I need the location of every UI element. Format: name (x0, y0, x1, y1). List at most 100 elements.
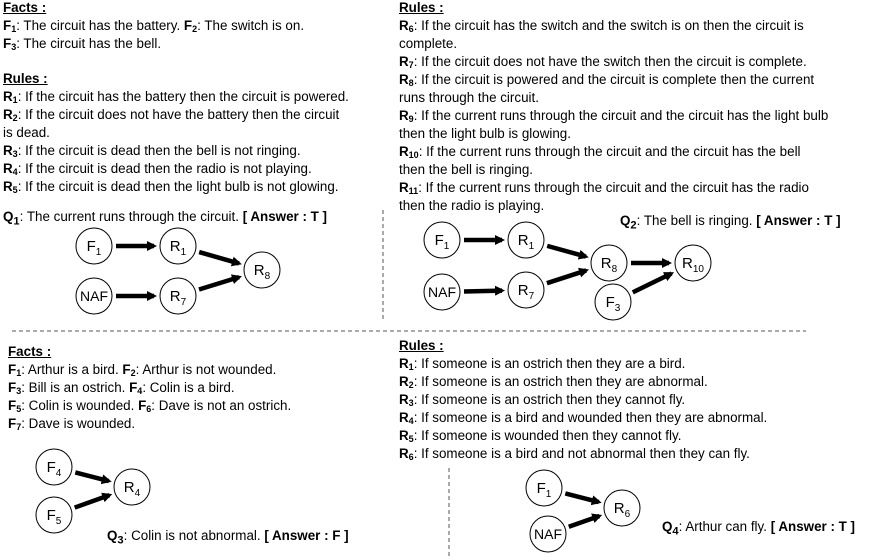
node-label-subscript: 3 (615, 303, 621, 314)
rules-heading: Rules : (3, 71, 48, 86)
node-label-subscript: 1 (529, 241, 535, 252)
label-id: F (3, 36, 12, 51)
edge-arrow (546, 243, 589, 260)
statement-text: then the light bulb is glowing. (399, 126, 571, 141)
label-id: R (399, 180, 409, 195)
panel-3-text: Facts : F1: Arthur is a bird. F2: Arthur… (8, 343, 291, 433)
question-subscript: 4 (672, 525, 679, 538)
node-circle (507, 271, 545, 309)
statement-line: then the bell is ringing. (399, 161, 828, 179)
node-label: R4 (124, 479, 141, 499)
node-circle (674, 244, 712, 282)
label-id: R (399, 446, 409, 461)
question-text: : The bell is ringing. (636, 213, 757, 228)
label-id: R (399, 410, 409, 425)
statement-line: R6: If someone is a bird and not abnorma… (399, 445, 767, 463)
label-subscript: 11 (408, 186, 419, 196)
node-label-main: R (518, 282, 529, 299)
statement-line: F3: The circuit has the bell. (3, 35, 349, 53)
edge-arrow (631, 271, 675, 295)
label-subscript: 4 (408, 416, 414, 426)
statement-text: : The circuit has the battery. (16, 18, 184, 33)
node-label-main: F (606, 294, 615, 311)
node-circle (113, 468, 151, 506)
node-label-subscript: 7 (181, 297, 187, 308)
edge-arrow (198, 249, 242, 267)
statement-line: R10: If the current runs through the cir… (399, 143, 828, 161)
label-subscript: 2 (192, 24, 198, 34)
node-label: R7 (170, 288, 187, 308)
label-id: F (8, 416, 17, 431)
statement-text: : If the circuit has the battery then th… (17, 89, 349, 104)
node-circle (603, 489, 641, 527)
node-label: F3 (606, 294, 621, 314)
label-subscript: 2 (12, 113, 18, 123)
rules-list: R1: If the circuit has the battery then … (3, 88, 349, 196)
edge-arrow (546, 267, 590, 286)
label-id: R (399, 428, 409, 443)
statement-line: R2: If the circuit does not have the bat… (3, 106, 349, 124)
statement-text: : If the current runs through the circui… (418, 180, 809, 195)
edge-arrow (564, 491, 602, 506)
question-text: : The current runs through the circuit. (19, 209, 243, 224)
question-id: Q (662, 519, 673, 534)
statement-text: : If the circuit does not have the batte… (17, 107, 340, 122)
node-label-main: F (47, 459, 56, 476)
node-label: F1 (87, 238, 102, 258)
label-id: R (399, 72, 409, 87)
statement-line: F5: Colin is wounded. F6: Dave is not an… (8, 397, 291, 415)
label-subscript: 1 (16, 368, 22, 378)
node-label-subscript: 7 (529, 291, 535, 302)
answer-label: [ Answer : T ] (756, 213, 841, 228)
label-id: R (399, 374, 409, 389)
facts-list: F1: The circuit has the battery. F2: The… (3, 17, 349, 53)
label-subscript: 3 (11, 42, 17, 52)
node-label-main: F (537, 480, 546, 497)
answer-label: [ Answer : T ] (242, 209, 327, 224)
node-label-subscript: 4 (56, 468, 62, 479)
label-subscript: 10 (408, 150, 419, 160)
question-subscript: 1 (13, 215, 20, 228)
node-label-subscript: 1 (444, 241, 450, 252)
node-label-main: R (682, 255, 693, 272)
statement-line: is dead. (3, 124, 349, 142)
statement-line: R5: If the circuit is dead then the ligh… (3, 178, 349, 196)
node-label: NAF (534, 526, 562, 542)
question-subscript: 3 (117, 534, 124, 547)
statement-text: : If the circuit is powered and the circ… (413, 72, 815, 87)
node-circle (35, 448, 73, 486)
label-id: R (399, 144, 409, 159)
label-subscript: 5 (408, 434, 414, 444)
statement-text: : If the current runs through the circui… (418, 144, 801, 159)
node-label: R6 (614, 500, 631, 520)
node-label-subscript: 8 (265, 271, 271, 282)
node-label: F1 (435, 232, 450, 252)
label-id: R (3, 161, 13, 176)
label-subscript: 2 (408, 380, 414, 390)
node-circle (159, 227, 197, 265)
node-label-main: F (87, 238, 96, 255)
node-label-main: R (614, 500, 625, 517)
label-subscript: 1 (11, 24, 17, 34)
label-subscript: 1 (408, 362, 414, 372)
statement-text: : If the circuit does not have the switc… (413, 54, 807, 69)
label-id: R (399, 18, 409, 33)
statement-text: : If someone is a bird and wounded then … (413, 410, 768, 425)
question-text: : Arthur can fly. (678, 519, 771, 534)
label-id: F (129, 380, 138, 395)
statement-text: then the radio is playing. (399, 198, 545, 213)
label-subscript: 5 (12, 185, 18, 195)
statement-text: : Dave is not an ostrich. (151, 398, 292, 413)
statement-text: : If someone is an ostrich then they are… (413, 356, 686, 371)
statement-text: : If someone is wounded then they cannot… (413, 428, 682, 443)
statement-text: : If the current runs through the circui… (413, 108, 829, 123)
statement-line: F3: Bill is an ostrich. F4: Colin is a b… (8, 379, 291, 397)
statement-text: : Dave is wounded. (21, 416, 136, 431)
label-subscript: 6 (408, 24, 414, 34)
node-circle (525, 469, 563, 507)
node-label: F1 (537, 480, 552, 500)
node-label: NAF (428, 284, 456, 300)
node-circle (529, 515, 567, 553)
node-circle (590, 244, 628, 282)
